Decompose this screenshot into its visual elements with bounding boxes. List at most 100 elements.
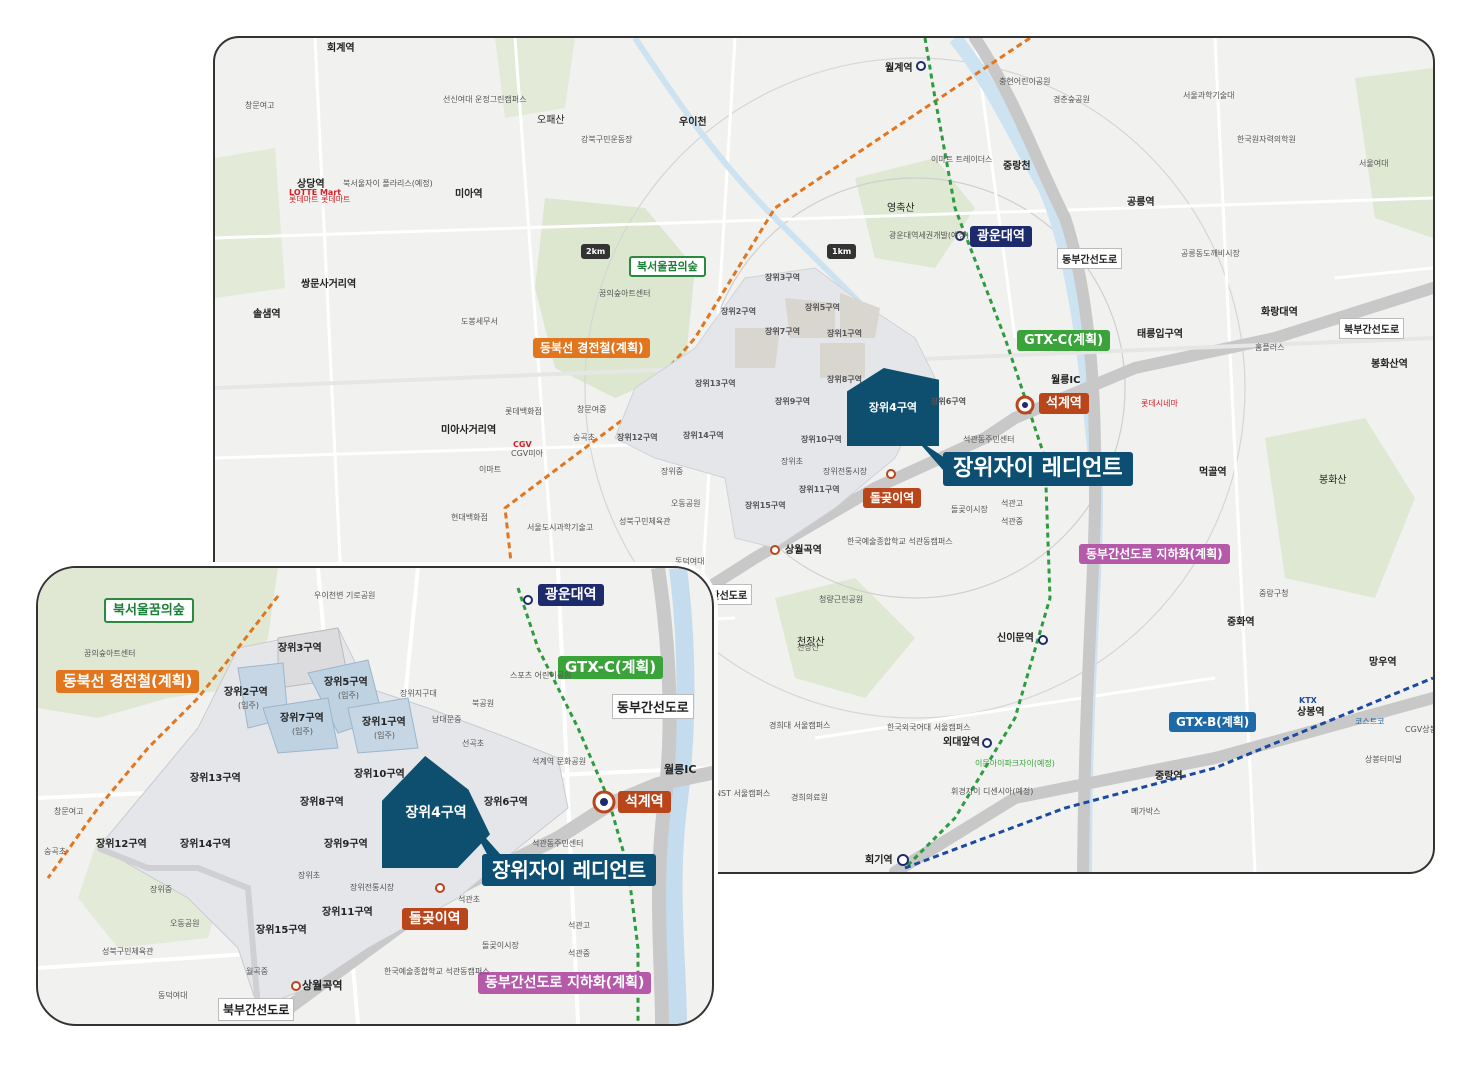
- inset-place-label: 한국예술종합학교 석관동캠퍼스: [384, 967, 490, 976]
- inset-place-label: 우이천변 기로공원: [314, 591, 376, 600]
- place-label: 성북구민체육관: [619, 517, 671, 526]
- subzone-label: 장위5구역: [805, 303, 841, 312]
- station-label: 회계역: [327, 43, 355, 54]
- station-label: 상봉역: [1297, 707, 1325, 718]
- subzone-label: 장위6구역: [931, 397, 967, 406]
- inset-place-label: 석관초: [458, 895, 481, 904]
- inset-gwangundae-tag[interactable]: 광운대역: [538, 584, 604, 606]
- subzone-label: 장위10구역: [801, 435, 842, 444]
- radius-1km-label: 1km: [827, 244, 857, 259]
- park-tag[interactable]: 북서울꿈의숲: [629, 256, 706, 277]
- inset-place-label: 월곡중: [246, 967, 269, 976]
- subzone-label: 장위12구역: [617, 433, 658, 442]
- inset-gtxc-tag[interactable]: GTX-C(계획): [558, 656, 664, 679]
- inset-dolgoji-tag[interactable]: 돌곶이역: [402, 908, 468, 930]
- place-label: 청량근린공원: [819, 595, 864, 604]
- inset-dongbuk-tag[interactable]: 동북선 경전철(계획): [56, 670, 200, 693]
- inset-place-label: 꿈의숲아트센터: [84, 649, 136, 658]
- place-label: CGV상봉: [1405, 725, 1435, 734]
- inset-subzone-sub: (입주): [238, 701, 259, 710]
- station-label: 미아역: [455, 189, 483, 200]
- inset-subzone-label: 장위3구역: [278, 643, 322, 654]
- project-name-tag[interactable]: 장위자이 레디언트: [943, 452, 1133, 486]
- place-label: 서울여대: [1359, 159, 1389, 168]
- subzone-label: 장위8구역: [827, 375, 863, 384]
- gtxc-tag[interactable]: GTX-C(계획): [1017, 330, 1111, 351]
- station-label: 외대앞역: [943, 737, 980, 748]
- inset-subzone-label: 장위8구역: [300, 797, 344, 808]
- place-label: 코스트코: [1355, 717, 1385, 726]
- inset-subzone-label: 장위9구역: [324, 839, 368, 850]
- inset-place-label: 숭곡초: [44, 847, 67, 856]
- place-label: 북서울자이 폴라리스(예정): [343, 179, 433, 188]
- subzone-label: 장위14구역: [683, 431, 724, 440]
- place-label: 장위전통시장: [823, 467, 868, 476]
- seokgye-station-tag[interactable]: 석계역: [1039, 393, 1089, 414]
- inset-place-label: 장위초: [298, 871, 321, 880]
- inset-subzone-sub: (입주): [338, 691, 359, 700]
- place-label: 이마트: [479, 465, 502, 474]
- landmark-label: 봉화산: [1319, 475, 1347, 486]
- gwangundae-station-tag[interactable]: 광운대역: [970, 226, 1032, 247]
- place-label: 경희대 서울캠퍼스: [769, 721, 831, 730]
- inset-park-tag[interactable]: 북서울꿈의숲: [104, 598, 194, 623]
- place-label: 강북구민운동장: [581, 135, 633, 144]
- place-label: 메가박스: [1131, 807, 1161, 816]
- place-label: 충현어린이공원: [999, 77, 1051, 86]
- subzone-label: 장위1구역: [827, 329, 863, 338]
- place-label: 광운대역세권개발(예정): [889, 231, 969, 240]
- station-label: 월계역: [885, 63, 913, 74]
- station-label: 쌍문사거리역: [301, 279, 357, 290]
- station-label: 상당역: [297, 179, 325, 190]
- inset-place-label: 스포츠 어린이공원: [510, 671, 572, 680]
- place-label: 롯데시네마: [1141, 399, 1178, 408]
- inset-place-label: 석관중: [568, 949, 591, 958]
- inset-place-label: 오동공원: [170, 919, 200, 928]
- inset-project-tag[interactable]: 장위자이 레디언트: [482, 854, 657, 886]
- inset-map[interactable]: 장위4구역 북서울꿈의숲 광운대역 GTX-C(계획) 동북선 경전철(계획) …: [36, 566, 714, 1026]
- dongbuk-line-tag[interactable]: 동북선 경전철(계획): [533, 338, 651, 358]
- inset-underground-tag[interactable]: 동부간선도로 지하화(계획): [478, 972, 652, 994]
- dolgoji-station-tag[interactable]: 돌곶이역: [863, 488, 922, 508]
- station-label: 중랑역: [1155, 771, 1183, 782]
- station-label: 미아사거리역: [441, 425, 497, 436]
- place-label: NST 서울캠퍼스: [715, 789, 771, 798]
- inset-subzone-label: 장위12구역: [96, 839, 147, 850]
- place-label: 휘경자이 디센시아(예정): [951, 787, 1034, 796]
- station-label: 공릉역: [1127, 197, 1155, 208]
- main-map-base: [215, 38, 1433, 872]
- zone4-label: 장위4구역: [868, 401, 918, 414]
- ktx-logo: KTX: [1299, 696, 1317, 705]
- place-label: 오동공원: [671, 499, 701, 508]
- gtxb-tag[interactable]: GTX-B(계획): [1169, 712, 1257, 732]
- inset-place-label: 장위지구대: [400, 689, 437, 698]
- place-label: 경희의료원: [791, 793, 828, 802]
- landmark-label: 영축산: [887, 203, 915, 214]
- inset-place-label: 장위전통시장: [350, 883, 395, 892]
- inset-place-label: 석관고: [568, 921, 591, 930]
- station-label: 중화역: [1227, 617, 1255, 628]
- underground-road-tag[interactable]: 동부간선도로 지하화(계획): [1079, 544, 1230, 564]
- inset-subzone-label: 장위10구역: [354, 769, 405, 780]
- inset-zone4-label: 장위4구역: [405, 805, 467, 821]
- inset-subzone-sub: (입주): [374, 731, 395, 740]
- station-label: 상월곡역: [785, 545, 822, 556]
- inset-subzone-label: 장위11구역: [322, 907, 373, 918]
- inset-subzone-label: 장위13구역: [190, 773, 241, 784]
- place-label: 꿈의숲아트센터: [599, 289, 651, 298]
- landmark-label: 오패산: [537, 115, 565, 126]
- place-label: 공릉동도깨비시장: [1181, 249, 1240, 258]
- inset-seokgye-tag[interactable]: 석계역: [618, 791, 671, 813]
- place-label: 홈플러스: [1255, 343, 1285, 352]
- inset-wolleung-ic-label: 월릉IC: [664, 763, 697, 776]
- place-label: 경춘숲공원: [1053, 95, 1090, 104]
- place-label: 석관동주민센터: [963, 435, 1015, 444]
- inset-place-label: 성북구민체육관: [102, 947, 154, 956]
- wolleung-ic-label: 월릉IC: [1051, 375, 1081, 386]
- place-label: 동덕여대: [675, 557, 705, 566]
- subzone-label: 장위7구역: [765, 327, 801, 336]
- inset-place-label: 장위중: [150, 885, 173, 894]
- inset-subzone-sub: (입주): [292, 727, 313, 736]
- place-label: CGV미아: [511, 449, 543, 458]
- place-label: 이마트 트레이더스: [931, 155, 993, 164]
